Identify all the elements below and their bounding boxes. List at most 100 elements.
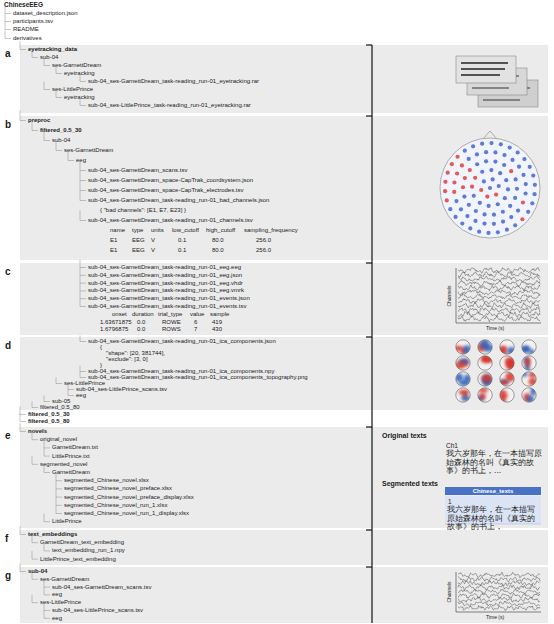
file-entry: participants.tsv — [13, 18, 53, 25]
file-entry: { — [100, 344, 102, 351]
file-entry: sampling_frequency — [244, 227, 298, 234]
file-entry: 0.1 — [178, 237, 186, 244]
file-entry: LittlePrince.txt — [52, 453, 90, 460]
row-index: 1 — [448, 498, 452, 505]
novel-text: 我六岁那年，在一本描写原始森林的名叫《真实的故事》的书上， — [447, 506, 541, 532]
file-entry: sub-04 — [40, 54, 58, 61]
axis-label: Time (s) — [486, 614, 504, 621]
file-entry: sub-04_ses-LittlePrince_scans.tsv — [76, 386, 167, 393]
file-entry: V — [151, 247, 155, 254]
folder-entry: filtered_0.5_30 — [28, 411, 70, 418]
file-entry: GarnettDream — [52, 469, 90, 476]
file-entry: ses-GarnettDream — [64, 147, 113, 154]
file-entry: eeg — [76, 157, 86, 164]
file-entry: filtered_0.5_80 — [40, 404, 80, 411]
axis-label: Channels — [446, 285, 453, 306]
file-entry: 1.6796875 — [100, 326, 128, 333]
file-entry: eeg — [76, 392, 86, 399]
file-entry: ROWS — [162, 326, 181, 333]
tree-branch — [5, 14, 11, 22]
file-entry: sub-04_ses-GarnettDream_task-reading_run… — [88, 338, 276, 345]
file-entry: LittlePrince_text_embedding — [40, 556, 116, 563]
file-entry: LittlePrince — [52, 518, 82, 525]
file-entry: ROWE — [162, 319, 181, 326]
file-entry: V — [151, 237, 155, 244]
file-entry: name — [110, 227, 125, 234]
file-entry: segmented_Chinese_novel_run_1.xlsx — [64, 502, 167, 509]
file-entry: E1 — [110, 237, 117, 244]
file-entry: sub-04_ses-GarnettDream_task-reading_run… — [88, 295, 250, 302]
file-entry: ses-GarnettDream — [40, 576, 89, 583]
file-entry: 430 — [212, 326, 222, 333]
file-entry: low_cutoff — [172, 227, 199, 234]
file-entry: 256.0 — [256, 237, 271, 244]
file-entry: README — [13, 26, 39, 33]
file-entry: 80.0 — [212, 247, 224, 254]
file-entry: sub-04_ses-GarnettDream_space-CapTrak_el… — [88, 187, 244, 194]
file-entry: ses-LittlePrince — [40, 599, 81, 606]
panel-letter: b — [5, 120, 11, 130]
chapter-label: Ch1 — [446, 442, 458, 449]
file-entry: sub-05 — [52, 398, 70, 405]
file-entry: sub-04 — [28, 568, 47, 575]
file-entry: "shape": [20, 381744], — [106, 350, 165, 357]
file-entry: segmented_Chinese_novel_preface.xlsx — [64, 485, 172, 492]
file-entry: duration — [132, 311, 154, 318]
file-entry: { "bad channels": [E1, E7, E23] } — [100, 207, 186, 214]
file-entry: eeg — [52, 615, 62, 622]
file-entry: ses-LittlePrince — [52, 86, 93, 93]
panel-band: bpreprocfiltered_0.5_30sub-04ses-Garnett… — [20, 116, 548, 260]
file-entry: value — [190, 311, 204, 318]
file-entry: "exclude": [3, 0] — [106, 356, 148, 363]
file-entry: original_novel — [40, 436, 77, 443]
panel-band: gsub-04ses-GarnettDreamsub-04_ses-Garnet… — [20, 567, 548, 623]
axis-label: Channels — [446, 581, 453, 602]
file-entry: ses-GarnettDream — [52, 62, 101, 69]
file-entry: segmented_Chinese_novel.xlsx — [64, 477, 149, 484]
file-entry: sub-04_ses-GarnettDream_task-reading_run… — [88, 197, 269, 204]
file-entry: onset — [112, 311, 127, 318]
novel-text: 我六岁那年，在一本描写原始森林的名叫《真实的故事》的书上，... — [446, 450, 543, 476]
file-entry: filtered_0.5_30 — [40, 127, 82, 134]
file-entry: sub-04_ses-GarnettDream_task-reading_run… — [88, 287, 244, 294]
tree-branch — [5, 31, 11, 39]
table-header: Chinese_texts — [445, 487, 541, 495]
file-entry: 0.0 — [137, 326, 145, 333]
file-entry: sub-04 — [52, 137, 70, 144]
section-title: Segmented texts — [382, 480, 438, 487]
file-entry: sub-04_ses-GarnettDream_scans.tsv — [88, 167, 187, 174]
panel-band: aeyetracking_datasub-04ses-GarnettDreame… — [20, 45, 548, 113]
panel-letter: g — [5, 571, 11, 581]
file-entry: segmented_Chinese_novel_preface_display.… — [64, 494, 194, 501]
panel-band: ftext_embeddingsGarnettDream_text_embedd… — [20, 530, 548, 565]
file-entry: sub-04_ses-GarnettDream_task-reading_run… — [88, 217, 253, 224]
file-entry: type — [132, 227, 143, 234]
file-entry: text_embedding_run_1.npy — [52, 547, 125, 554]
header-text: Chinese_texts — [445, 487, 541, 495]
file-entry: preproc — [28, 117, 50, 124]
file-entry: } — [100, 362, 102, 369]
folder-entry: filtered_0.5_80 — [28, 418, 70, 425]
file-entry: sub-04_ses-GarnettDream_task-reading_run… — [88, 368, 274, 375]
file-entry: sub-04_ses-LittlePrince_task-reading_run… — [88, 102, 251, 109]
section-title: Original texts — [382, 432, 427, 439]
file-entry: 80.0 — [212, 237, 224, 244]
file-entry: segmented_novel — [40, 461, 87, 468]
file-entry: sub-04_ses-GarnettDream_task-reading_run… — [88, 374, 308, 381]
file-entry: 1.63671875 — [100, 319, 132, 326]
panel-letter: f — [5, 534, 8, 544]
file-entry: 419 — [212, 319, 222, 326]
folder-entry: derivatives — [13, 35, 42, 42]
file-entry: E1 — [110, 247, 117, 254]
axis-label: Time (s) — [486, 325, 504, 332]
file-entry: 256.0 — [256, 247, 271, 254]
file-entry: sub-04_ses-GarnettDream_task-reading_run… — [88, 272, 242, 279]
tree-branch — [5, 22, 11, 30]
file-entry: ses-LittlePrince — [64, 380, 105, 387]
panel-band: csub-04_ses-GarnettDream_task-reading_ru… — [20, 263, 548, 335]
file-entry: sub-04_ses-LittlePrince_scans.tsv — [52, 607, 143, 614]
file-entry: eyetracking_data — [28, 46, 77, 53]
file-entry: EEG — [132, 237, 145, 244]
file-entry: sub-04_ses-GarnettDream_task-reading_run… — [88, 303, 246, 310]
